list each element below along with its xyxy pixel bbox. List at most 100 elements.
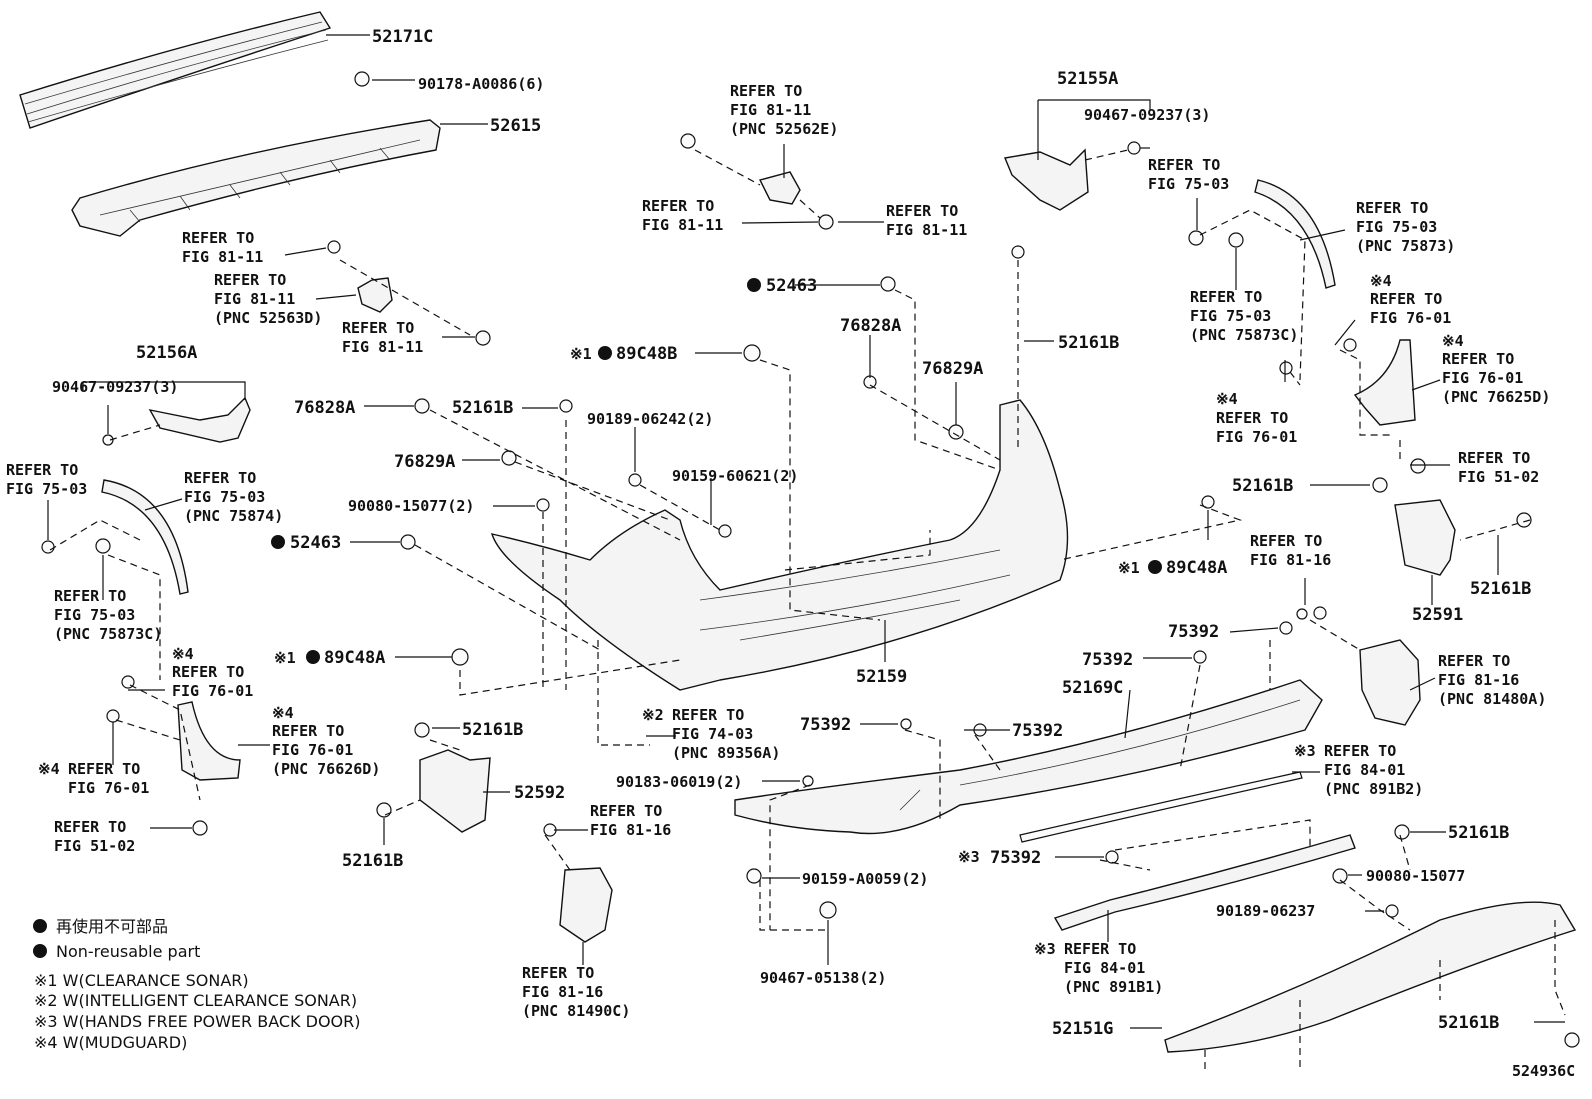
- part-75874-arch-moulding: [41, 479, 189, 595]
- label-refer-76-01-76625d: ※4 REFER TO FIG 76-01 (PNC 76625D): [1442, 332, 1550, 406]
- label-52161b-bottom: 52161B: [1438, 1013, 1499, 1033]
- label-refer-81-16-81490c: REFER TO FIG 81-16 (PNC 81490C): [522, 964, 630, 1020]
- diagram-id: 524936C: [1512, 1062, 1575, 1080]
- svg-text:FIG 75-03: FIG 75-03: [1190, 307, 1271, 325]
- label-90467-09237-right: 90467-09237(3): [1084, 106, 1210, 124]
- svg-text:(PNC 891B1): (PNC 891B1): [1064, 978, 1163, 996]
- svg-text:76828A: 76828A: [294, 398, 355, 418]
- svg-text:FIG 81-11: FIG 81-11: [342, 338, 423, 356]
- label-52169c: 52169C: [1062, 678, 1123, 698]
- label-90183-06019: 90183-06019(2): [616, 773, 742, 791]
- svg-text:REFER TO: REFER TO: [730, 82, 802, 100]
- svg-text:FIG 81-11: FIG 81-11: [182, 248, 263, 266]
- label-75392-c: 75392: [800, 715, 851, 735]
- svg-text:FIG 76-01: FIG 76-01: [172, 682, 253, 700]
- label-90189-06242: 90189-06242(2): [587, 410, 713, 428]
- svg-text:FIG 84-01: FIG 84-01: [1324, 761, 1405, 779]
- svg-text:52161B: 52161B: [342, 851, 403, 871]
- svg-text:FIG 75-03: FIG 75-03: [1148, 175, 1229, 193]
- svg-text:REFER TO: REFER TO: [590, 802, 662, 820]
- label-52463-left: 52463: [271, 533, 341, 553]
- label-52463-top: 52463: [747, 276, 817, 296]
- label-90080-15077-2: 90080-15077(2): [348, 497, 474, 515]
- svg-text:※4: ※4: [172, 645, 194, 663]
- svg-text:FIG 76-01: FIG 76-01: [1442, 369, 1523, 387]
- svg-text:52161B: 52161B: [1438, 1013, 1499, 1033]
- svg-text:(PNC 75873C): (PNC 75873C): [1190, 326, 1298, 344]
- label-refer-51-02-left: REFER TO FIG 51-02: [54, 818, 135, 855]
- label-refer-81-11-c: REFER TO FIG 81-11: [342, 319, 423, 356]
- svg-text:FIG 76-01: FIG 76-01: [1216, 428, 1297, 446]
- svg-text:※1: ※1: [1118, 559, 1140, 577]
- label-76828a-left: 76828A: [294, 398, 355, 418]
- svg-text:(PNC 89356A): (PNC 89356A): [672, 744, 780, 762]
- label-76828a-center: 76828A: [840, 316, 901, 336]
- part-81480a-reflector: [1359, 639, 1421, 726]
- svg-text:(PNC 52563D): (PNC 52563D): [214, 309, 322, 327]
- label-90159-a0059: 90159-A0059(2): [802, 870, 928, 888]
- svg-text:76829A: 76829A: [394, 452, 455, 472]
- label-89c48a-left: ※1 89C48A: [274, 648, 385, 668]
- label-90080-15077: 90080-15077: [1366, 867, 1465, 885]
- label-76829a-center: 76829A: [922, 359, 983, 379]
- label-52615: 52615: [490, 116, 541, 136]
- svg-text:REFER TO: REFER TO: [1190, 288, 1262, 306]
- label-refer-81-16-81480a: REFER TO FIG 81-16 (PNC 81480A): [1438, 652, 1546, 708]
- label-refer-81-11-52562e: REFER TO FIG 81-11 (PNC 52562E): [730, 82, 838, 138]
- svg-text:52161B: 52161B: [1058, 333, 1119, 353]
- svg-text:52159: 52159: [856, 667, 907, 687]
- svg-text:90189-06242(2): 90189-06242(2): [587, 410, 713, 428]
- svg-text:52161B: 52161B: [1470, 579, 1531, 599]
- svg-text:REFER TO: REFER TO: [214, 271, 286, 289]
- label-refer-81-11-52563d: REFER TO FIG 81-11 (PNC 52563D): [214, 271, 322, 327]
- svg-text:FIG 81-11: FIG 81-11: [642, 216, 723, 234]
- svg-text:REFER TO: REFER TO: [1370, 290, 1442, 308]
- label-refer-76-01-right-a: ※4 REFER TO FIG 76-01: [1370, 272, 1451, 327]
- svg-text:75392: 75392: [1168, 622, 1219, 642]
- svg-text:※1: ※1: [570, 345, 592, 363]
- label-refer-81-16-a: REFER TO FIG 81-16: [1250, 532, 1331, 569]
- svg-text:REFER TO: REFER TO: [1250, 532, 1322, 550]
- svg-text:52161B: 52161B: [452, 398, 513, 418]
- label-refer-76-01-left-b: ※4 REFER TO FIG 76-01: [38, 760, 149, 797]
- legend-non-reusable-ja: 再使用不可部品: [56, 917, 168, 936]
- svg-text:52155A: 52155A: [1057, 69, 1118, 89]
- svg-text:FIG 84-01: FIG 84-01: [1064, 959, 1145, 977]
- svg-text:76828A: 76828A: [840, 316, 901, 336]
- svg-text:※1: ※1: [274, 649, 296, 667]
- part-52615-absorber: [71, 119, 441, 237]
- label-90178-a0086: 90178-A0086(6): [418, 75, 544, 93]
- svg-text:76829A: 76829A: [922, 359, 983, 379]
- label-refer-81-11-e: REFER TO FIG 81-11: [886, 202, 967, 239]
- legend-note-4: ※4 W(MUDGUARD): [34, 1033, 187, 1052]
- svg-text:89C48A: 89C48A: [1166, 558, 1227, 578]
- label-89c48a-right: ※1 89C48A: [1118, 558, 1227, 578]
- label-52161b-left-a: 52161B: [462, 720, 523, 740]
- svg-text:REFER TO: REFER TO: [1438, 652, 1510, 670]
- label-52171c: 52171C: [372, 27, 433, 47]
- svg-text:(PNC 76626D): (PNC 76626D): [272, 760, 380, 778]
- svg-text:REFER TO: REFER TO: [886, 202, 958, 220]
- label-refer-76-01-right-b: ※4 REFER TO FIG 76-01: [1216, 390, 1297, 446]
- legend-note-3: ※3 W(HANDS FREE POWER BACK DOOR): [34, 1012, 361, 1031]
- part-76625d-mudguard: [1353, 339, 1416, 426]
- assembly-lines: [49, 149, 1566, 1070]
- label-76829a-left: 76829A: [394, 452, 455, 472]
- svg-text:※4: ※4: [1370, 272, 1392, 290]
- svg-text:FIG 81-11: FIG 81-11: [886, 221, 967, 239]
- svg-text:※4: ※4: [38, 760, 60, 778]
- svg-text:89C48B: 89C48B: [616, 344, 677, 364]
- svg-text:FIG 74-03: FIG 74-03: [672, 725, 753, 743]
- part-52155a-retainer: [1004, 141, 1141, 211]
- label-refer-84-01-891b1: ※3 REFER TO FIG 84-01 (PNC 891B1): [1034, 940, 1163, 996]
- label-refer-76-01-76626d: ※4 REFER TO FIG 76-01 (PNC 76626D): [272, 704, 380, 778]
- label-90189-06237: 90189-06237: [1216, 902, 1315, 920]
- svg-text:FIG 76-01: FIG 76-01: [68, 779, 149, 797]
- svg-text:※3: ※3: [958, 848, 980, 866]
- legend: 再使用不可部品 Non-reusable part ※1 W(CLEARANCE…: [33, 917, 361, 1052]
- label-52151g: 52151G: [1052, 1019, 1113, 1039]
- svg-text:52161B: 52161B: [462, 720, 523, 740]
- svg-text:FIG 51-02: FIG 51-02: [54, 837, 135, 855]
